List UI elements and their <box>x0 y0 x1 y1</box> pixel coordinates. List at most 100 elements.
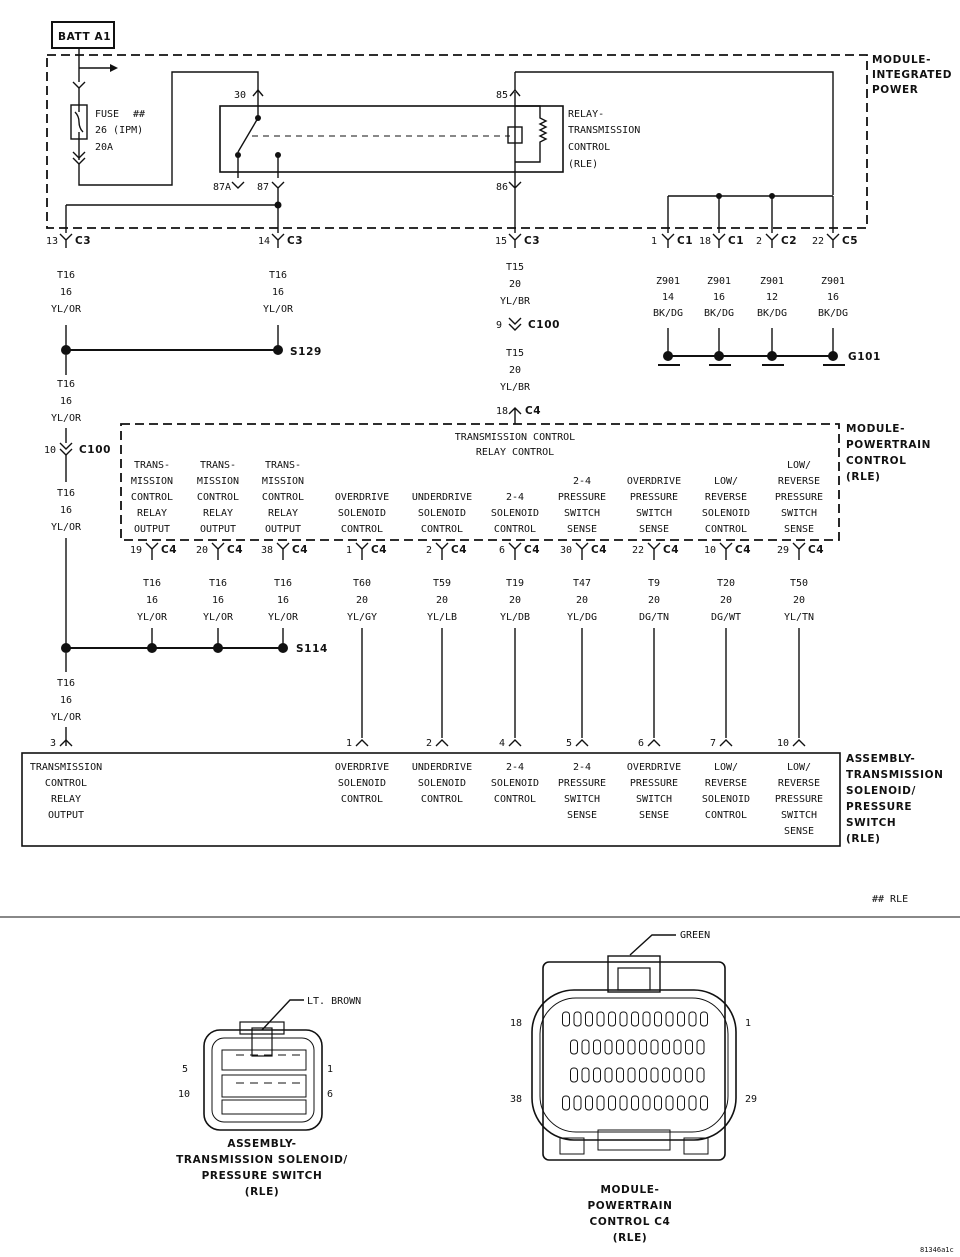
pin-cavity <box>573 1011 582 1027</box>
svg-text:SENSE: SENSE <box>639 524 669 535</box>
svg-text:T16: T16 <box>57 678 75 689</box>
pin-cavity <box>642 1011 651 1027</box>
svg-text:1: 1 <box>346 738 352 749</box>
assembly-connector-view: LT. BROWN 5 1 10 6 ASSEMBLY- TRANSMISSIO… <box>176 996 361 1198</box>
svg-text:C4: C4 <box>451 544 467 556</box>
relay-control-label: TRANSMISSION CONTROL RELAY CONTROL <box>455 432 575 458</box>
relay-box <box>219 105 564 173</box>
svg-text:20: 20 <box>356 595 368 606</box>
pin-cavity <box>688 1011 697 1027</box>
svg-text:PRESSURE: PRESSURE <box>558 778 606 789</box>
svg-text:SWITCH: SWITCH <box>636 794 672 805</box>
svg-text:38: 38 <box>510 1094 522 1105</box>
ipm-connector-c1-18: 18 C1 <box>699 233 744 248</box>
svg-text:2-4: 2-4 <box>573 476 591 487</box>
svg-text:BK/DG: BK/DG <box>653 308 683 319</box>
svg-text:38: 38 <box>261 545 273 556</box>
svg-text:C3: C3 <box>287 235 303 247</box>
svg-text:C4: C4 <box>663 544 679 556</box>
svg-text:13: 13 <box>46 236 58 247</box>
svg-text:MISSION: MISSION <box>131 476 173 487</box>
svg-text:CONTROL: CONTROL <box>131 492 173 503</box>
svg-text:T16: T16 <box>57 379 75 390</box>
svg-text:T15: T15 <box>506 348 524 359</box>
svg-text:OVERDRIVE: OVERDRIVE <box>627 476 681 487</box>
pin-cavity <box>650 1039 659 1055</box>
pin-cavity <box>677 1011 685 1027</box>
svg-text:LT. BROWN: LT. BROWN <box>307 996 361 1007</box>
svg-text:C4: C4 <box>591 544 607 556</box>
svg-text:BK/DG: BK/DG <box>704 308 734 319</box>
svg-text:UNDERDRIVE: UNDERDRIVE <box>412 492 472 503</box>
svg-text:T59: T59 <box>433 578 451 589</box>
svg-text:20: 20 <box>720 595 732 606</box>
svg-text:16: 16 <box>212 595 224 606</box>
svg-text:OUTPUT: OUTPUT <box>134 524 170 535</box>
svg-text:TRANS-: TRANS- <box>134 460 170 471</box>
svg-text:POWERTRAIN: POWERTRAIN <box>587 1200 672 1212</box>
svg-text:RELAY: RELAY <box>203 508 233 519</box>
svg-text:86: 86 <box>496 182 508 193</box>
wire-label-15a: T15 20 YL/BR <box>500 262 531 307</box>
svg-text:REVERSE: REVERSE <box>778 476 820 487</box>
ground-wire-4: Z901 16 BK/DG <box>818 276 848 319</box>
svg-text:MISSION: MISSION <box>197 476 239 487</box>
svg-text:1: 1 <box>327 1064 333 1075</box>
assembly-function-columns: 3TRANSMISSIONCONTROLRELAYOUTPUT1OVERDRIV… <box>30 738 823 837</box>
assembly-module-label: ASSEMBLY- TRANSMISSION SOLENOID/ PRESSUR… <box>846 753 944 845</box>
svg-text:14: 14 <box>662 292 674 303</box>
pin-cavity <box>673 1067 682 1083</box>
svg-text:16: 16 <box>277 595 289 606</box>
svg-text:YL/BR: YL/BR <box>500 296 531 307</box>
svg-text:SENSE: SENSE <box>567 524 597 535</box>
svg-text:CONTROL: CONTROL <box>197 492 239 503</box>
svg-text:5: 5 <box>566 738 572 749</box>
svg-text:TRANS-: TRANS- <box>200 460 236 471</box>
svg-text:Z901: Z901 <box>821 276 845 287</box>
pin-cavity <box>700 1095 708 1111</box>
svg-text:YL/OR: YL/OR <box>268 612 299 623</box>
ipm-connector-c5-22: 22 C5 <box>812 233 858 248</box>
svg-text:SENSE: SENSE <box>567 810 597 821</box>
svg-text:T16: T16 <box>209 578 227 589</box>
svg-text:CONTROL: CONTROL <box>262 492 304 503</box>
svg-text:87A: 87A <box>213 182 231 193</box>
svg-text:19: 19 <box>130 545 142 556</box>
pin-cavity <box>627 1067 636 1083</box>
svg-text:9: 9 <box>496 320 502 331</box>
svg-text:10: 10 <box>704 545 716 556</box>
svg-text:C1: C1 <box>677 235 693 247</box>
svg-text:15: 15 <box>495 236 507 247</box>
svg-text:1: 1 <box>651 236 657 247</box>
svg-text:SOLENOID: SOLENOID <box>418 778 466 789</box>
wire-label-14: T16 16 YL/OR <box>263 270 294 315</box>
pin-cavity <box>596 1095 605 1111</box>
svg-text:C4: C4 <box>525 405 541 417</box>
svg-text:(RLE): (RLE) <box>846 833 881 845</box>
svg-text:C4: C4 <box>524 544 540 556</box>
pin-cavity <box>619 1011 628 1027</box>
pin-cavity <box>700 1011 708 1027</box>
pin-cavity <box>685 1067 693 1083</box>
svg-text:3: 3 <box>50 738 56 749</box>
svg-text:CONTROL: CONTROL <box>45 778 87 789</box>
svg-text:RELAY: RELAY <box>51 794 81 805</box>
svg-text:16: 16 <box>146 595 158 606</box>
pin-cavity <box>593 1039 601 1055</box>
svg-text:SWITCH: SWITCH <box>846 817 896 829</box>
pin-cavity <box>608 1011 616 1027</box>
ipm-module-label: MODULE- INTEGRATED POWER <box>872 54 952 96</box>
svg-text:TRANSMISSION SOLENOID/: TRANSMISSION SOLENOID/ <box>176 1154 348 1166</box>
pin-cavity <box>608 1095 616 1111</box>
ground-wire-3: Z901 12 BK/DG <box>757 276 787 319</box>
svg-text:TRANSMISSION: TRANSMISSION <box>846 769 944 781</box>
pin-cavity <box>616 1039 624 1055</box>
svg-text:T16: T16 <box>57 488 75 499</box>
svg-text:PRESSURE: PRESSURE <box>630 778 678 789</box>
svg-text:20: 20 <box>196 545 208 556</box>
